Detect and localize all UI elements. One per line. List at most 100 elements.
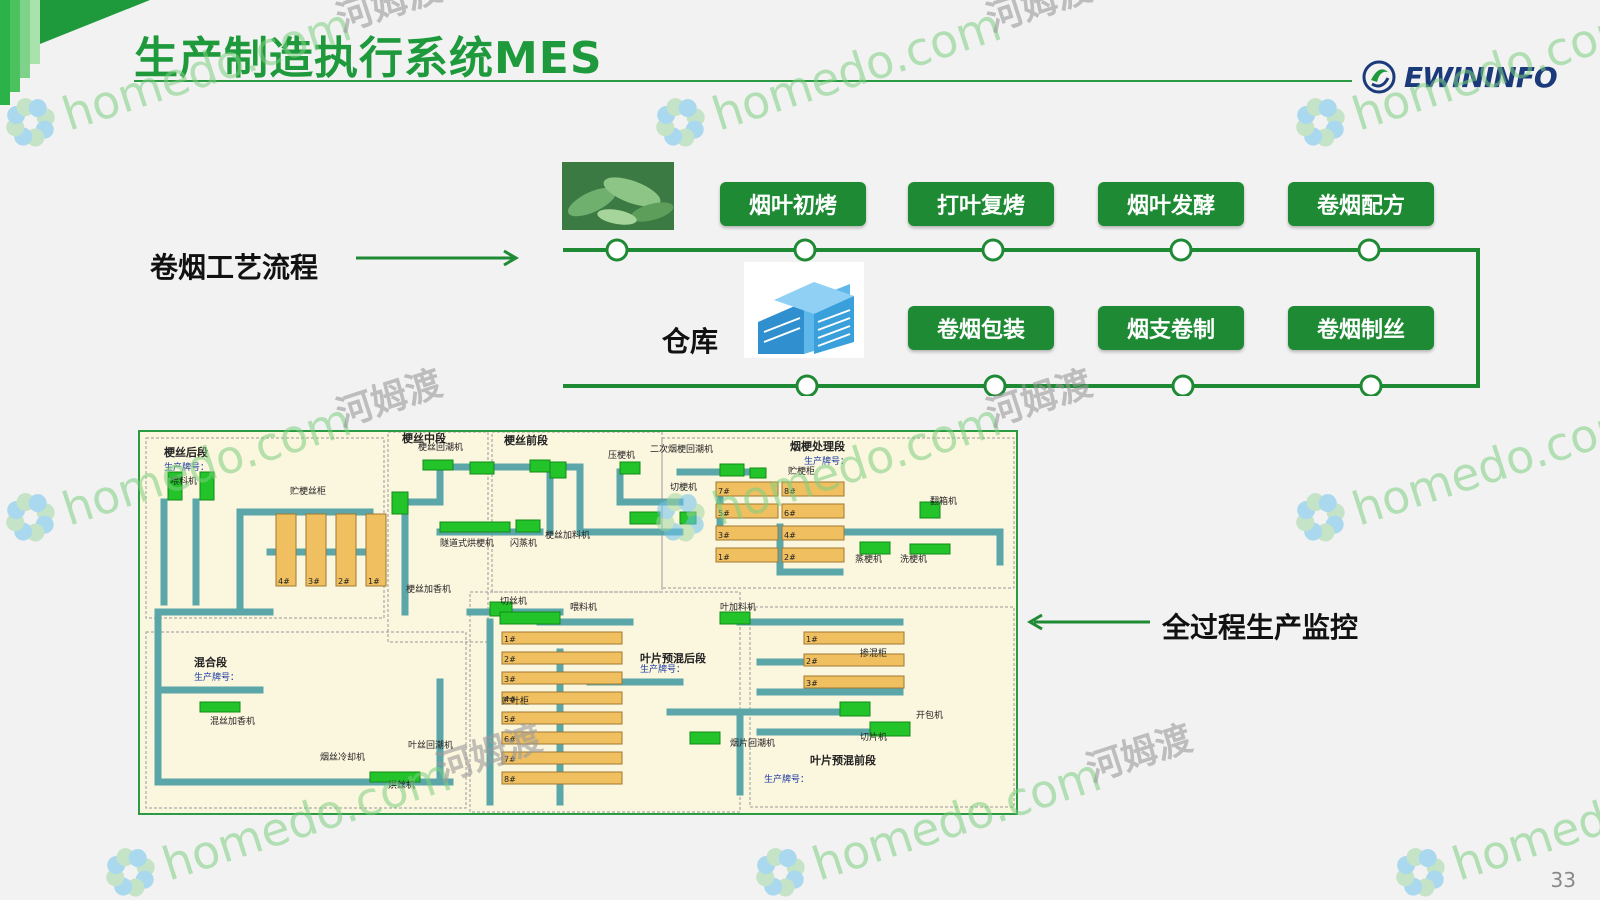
step-cigarette-rolling: 烟支卷制 (1098, 306, 1244, 350)
storage-front-bin (803, 675, 905, 689)
equipment-unit (909, 543, 951, 555)
process-flow-line (563, 238, 1480, 396)
flower-icon (1296, 98, 1345, 147)
storage-left-bin (305, 513, 327, 587)
watermark-brand: 河姆渡 (1082, 718, 1197, 790)
storage-right-bin (781, 503, 845, 519)
equipment-unit (167, 471, 183, 501)
machine-label: 开包机 (916, 711, 944, 721)
tobacco-leaf-image (562, 162, 674, 230)
step-cigarette-blending: 卷烟配方 (1288, 182, 1434, 226)
section-label: 梗丝后段 (164, 446, 208, 459)
storage-mid-bin (501, 671, 623, 685)
storage-mid-bin-label: 7# (504, 755, 516, 764)
storage-front-bin-label: 2# (806, 657, 818, 666)
machine-label: 梗丝加香机 (406, 585, 452, 595)
storage-left-bin (275, 513, 297, 587)
storage-right-bin-label: 3# (718, 531, 730, 540)
section-label: 烟梗处理段 (790, 440, 845, 453)
warehouse-label: 仓库 (662, 325, 719, 358)
flower-icon (6, 493, 55, 542)
equipment-unit (199, 701, 241, 713)
equipment-unit (469, 461, 495, 475)
storage-mid-bin-label: 6# (504, 735, 516, 744)
section-code: 生产牌号： (640, 665, 686, 675)
process-arrow (356, 249, 519, 267)
step-cigarette-packaging: 卷烟包装 (908, 306, 1054, 350)
storage-mid-bin (501, 731, 623, 745)
equipment-unit (859, 541, 891, 555)
machine-label: 切梗机 (670, 483, 698, 493)
storage-mid-bin-label: 8# (504, 775, 516, 784)
watermark-site: homedo.com (1346, 392, 1600, 536)
machine-label: 贮叶柜 (502, 697, 530, 707)
flow-node-9 (1359, 374, 1383, 396)
storage-right-bin (715, 481, 779, 497)
machine-label: 梗丝加料机 (545, 531, 591, 541)
machine-label: 闪蒸机 (510, 539, 538, 549)
flow-node-6 (795, 374, 819, 396)
storage-right-bin (781, 525, 845, 541)
storage-right-bin (715, 525, 779, 541)
storage-left-bin (335, 513, 357, 587)
equipment-unit (619, 461, 641, 475)
slide-title: 生产制造执行系统MES (134, 33, 603, 84)
watermark-site: homedo.com (706, 0, 1008, 141)
flow-node-5 (1357, 238, 1381, 262)
storage-front-bin (803, 631, 905, 645)
storage-mid-bin (501, 751, 623, 765)
storage-right-bin (781, 547, 845, 563)
storage-mid-bin-label: 1# (504, 635, 516, 644)
storage-mid-bin-label: 4# (504, 695, 516, 704)
equipment-unit (679, 511, 697, 525)
monitor-label: 全过程生产监控 (1162, 611, 1359, 644)
section-label: 混合段 (194, 656, 227, 669)
machine-label: 叶丝回潮机 (408, 741, 454, 751)
machine-label: 烟丝冷却机 (320, 753, 366, 763)
storage-mid-bin (501, 651, 623, 665)
equipment-unit (719, 611, 751, 625)
equipment-unit (719, 463, 745, 477)
storage-right-bin (715, 547, 779, 563)
storage-mid-bin (501, 691, 623, 705)
step-threshing-redrying: 打叶复烤 (908, 182, 1054, 226)
section-code: 生产牌号： (764, 775, 810, 785)
machine-label: 叶加料机 (720, 603, 757, 613)
flow-node-7 (983, 374, 1007, 396)
section-label: 梗丝前段 (504, 434, 548, 447)
storage-mid-bin (501, 771, 623, 785)
storage-right-bin (781, 481, 845, 497)
step-primary-processing: 卷烟制丝 (1288, 306, 1434, 350)
machine-label: 压梗机 (608, 451, 636, 461)
storage-right-bin-label: 2# (784, 553, 796, 562)
machine-label: 隧道式烘梗机 (440, 539, 495, 549)
section-code: 生产牌号： (194, 673, 240, 683)
equipment-unit (199, 471, 215, 501)
flow-node-8 (1171, 374, 1195, 396)
equipment-unit (515, 519, 541, 533)
storage-mid-bin-label: 2# (504, 655, 516, 664)
equipment-unit (629, 511, 661, 525)
machine-label: 二次烟梗回潮机 (650, 445, 714, 455)
watermark-brand: 河姆渡 (982, 0, 1097, 40)
storage-left-bin-label: 2# (338, 577, 350, 586)
machine-label: 蒸梗机 (855, 555, 883, 565)
storage-right-bin-label: 4# (784, 531, 796, 540)
page-number: 33 (1550, 868, 1576, 892)
equipment-unit (869, 721, 911, 737)
storage-left-bin (365, 513, 387, 587)
logo-swirl-icon (1362, 60, 1396, 94)
equipment-unit (689, 731, 721, 745)
watermark-brand: 河姆渡 (332, 363, 447, 435)
flow-node-3 (981, 238, 1005, 262)
flower-icon (1396, 848, 1445, 897)
watermark-site: homedo.com (1446, 747, 1600, 891)
equipment-unit (919, 501, 941, 519)
storage-mid-bin (501, 631, 623, 645)
flower-icon (656, 98, 705, 147)
equipment-unit (549, 461, 567, 479)
machine-label: 切丝机 (500, 597, 528, 607)
section-label: 叶片预混前段 (810, 754, 876, 767)
storage-mid-bin-label: 3# (504, 675, 516, 684)
machine-label: 烟片回潮机 (730, 739, 776, 749)
